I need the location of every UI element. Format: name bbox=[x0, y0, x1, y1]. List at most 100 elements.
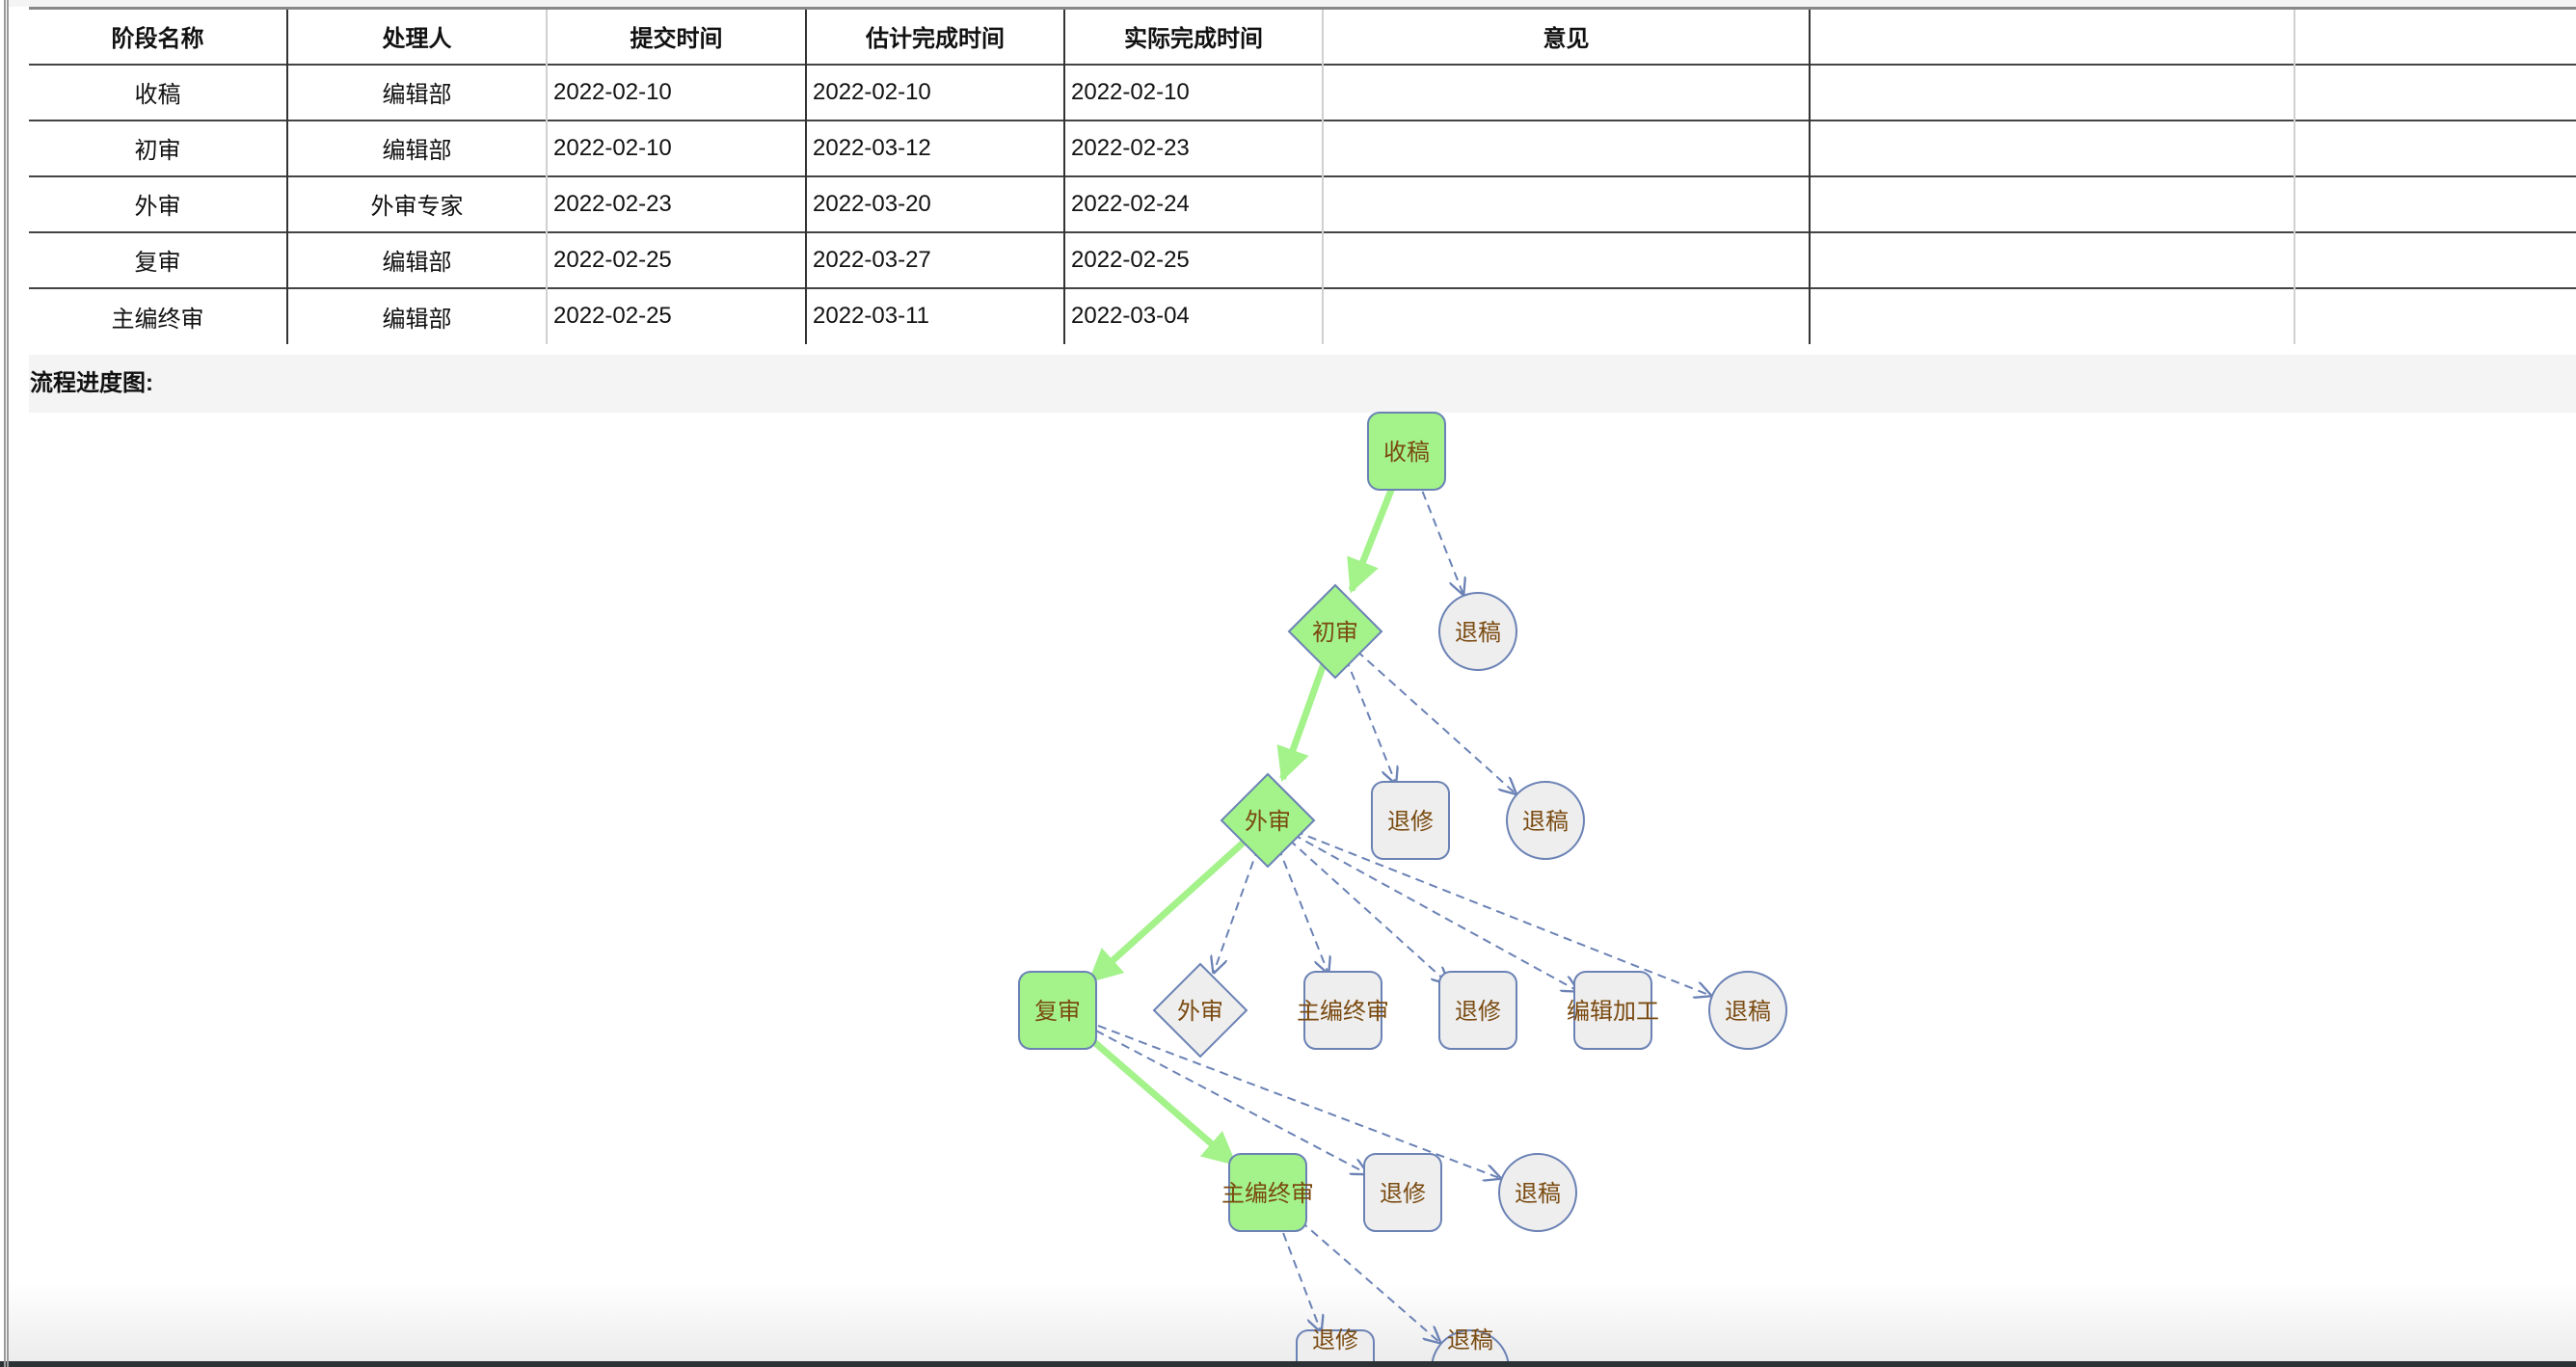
flow-node-label: 退修 bbox=[1455, 998, 1501, 1025]
cell-comment bbox=[1322, 174, 1810, 232]
flow-edge-option bbox=[1355, 650, 1515, 793]
flow-node[interactable]: 外审 bbox=[1152, 962, 1248, 1059]
table-header-row: 阶段名称 处理人 提交时间 估计完成时间 实际完成时间 意见 bbox=[29, 7, 2576, 65]
cell-submitted: 2022-02-10 bbox=[546, 63, 806, 121]
cell-submitted: 2022-02-10 bbox=[546, 119, 806, 176]
cell-extra-2 bbox=[2294, 286, 2576, 344]
node-rect-shape bbox=[1367, 412, 1446, 491]
node-rect-shape bbox=[1363, 1153, 1442, 1232]
header-extra-2 bbox=[2294, 7, 2576, 65]
flow-node-label: 收稿 bbox=[1383, 439, 1430, 466]
cell-extra-2 bbox=[2294, 230, 2576, 288]
node-circle-shape bbox=[1438, 592, 1517, 671]
table-row: 收稿 编辑部 2022-02-10 2022-02-10 2022-02-10 bbox=[29, 63, 2576, 121]
cell-handler: 外审专家 bbox=[286, 174, 547, 232]
flow-edge-option bbox=[1288, 839, 1448, 983]
cell-extra-1 bbox=[1809, 174, 2294, 232]
flow-node-label: 编辑加工 bbox=[1567, 998, 1659, 1025]
cell-actual: 2022-02-24 bbox=[1063, 174, 1323, 232]
cell-handler: 编辑部 bbox=[286, 119, 547, 176]
cell-stage: 初审 bbox=[29, 119, 287, 176]
flow-node[interactable]: 退稿 bbox=[1708, 971, 1787, 1050]
cell-extra-1 bbox=[1809, 119, 2294, 176]
header-comment: 意见 bbox=[1322, 7, 1810, 65]
flow-node-label: 退稿 bbox=[1447, 1327, 1493, 1354]
flow-edge-completed bbox=[1087, 837, 1249, 983]
cell-estimated: 2022-02-10 bbox=[805, 63, 1064, 121]
flow-node[interactable]: 外审 bbox=[1220, 772, 1316, 869]
flow-node-label: 主编终审 bbox=[1221, 1180, 1314, 1207]
flow-node-label: 初审 bbox=[1312, 619, 1358, 646]
flow-node[interactable]: 收稿 bbox=[1367, 412, 1446, 491]
node-diamond-shape bbox=[1220, 772, 1316, 869]
cell-actual: 2022-02-23 bbox=[1063, 119, 1323, 176]
flow-edge-option bbox=[1276, 1219, 1321, 1331]
flow-edge-option bbox=[1345, 657, 1395, 783]
flow-node[interactable]: 退稿 bbox=[1438, 592, 1517, 671]
flow-node-label: 外审 bbox=[1245, 808, 1291, 835]
flow-node-label: 退稿 bbox=[1725, 998, 1771, 1025]
flow-edge-option bbox=[1416, 477, 1463, 594]
flow-node[interactable]: 退修 bbox=[1296, 1327, 1375, 1361]
node-circle-shape bbox=[1498, 1153, 1577, 1232]
cell-extra-2 bbox=[2294, 174, 2576, 232]
bottom-taskbar-edge bbox=[0, 1361, 2576, 1367]
table-row: 复审 编辑部 2022-02-25 2022-03-27 2022-02-25 bbox=[29, 230, 2576, 288]
node-circle-shape bbox=[1506, 781, 1585, 860]
header-submitted: 提交时间 bbox=[546, 7, 806, 65]
cell-estimated: 2022-03-12 bbox=[805, 119, 1064, 176]
flow-node[interactable]: 主编终审 bbox=[1221, 1153, 1314, 1232]
cell-stage: 主编终审 bbox=[29, 286, 287, 344]
flow-node[interactable]: 退修 bbox=[1363, 1153, 1442, 1232]
header-estimated: 估计完成时间 bbox=[805, 7, 1064, 65]
node-diamond-shape bbox=[1287, 583, 1383, 680]
cell-extra-2 bbox=[2294, 63, 2576, 121]
flow-edge-option bbox=[1277, 846, 1328, 973]
flow-node[interactable]: 退稿 bbox=[1498, 1153, 1577, 1232]
cell-handler: 编辑部 bbox=[286, 63, 547, 121]
table-row: 主编终审 编辑部 2022-02-25 2022-03-11 2022-03-0… bbox=[29, 286, 2576, 344]
flow-edge-completed bbox=[1276, 657, 1329, 782]
cell-comment bbox=[1322, 230, 1810, 288]
node-circle-shape bbox=[1708, 971, 1787, 1050]
cell-submitted: 2022-02-25 bbox=[546, 286, 806, 344]
node-rect-shape bbox=[1228, 1153, 1307, 1232]
cell-extra-1 bbox=[1809, 63, 2294, 121]
cell-estimated: 2022-03-20 bbox=[805, 174, 1064, 232]
flow-node[interactable]: 退修 bbox=[1371, 781, 1450, 860]
flow-node[interactable]: 初审 bbox=[1287, 583, 1383, 680]
flow-node[interactable]: 退稿 bbox=[1506, 781, 1585, 860]
cell-handler: 编辑部 bbox=[286, 286, 547, 344]
flow-node-label: 退稿 bbox=[1515, 1180, 1561, 1207]
flow-node[interactable]: 退修 bbox=[1438, 971, 1517, 1050]
flow-node[interactable]: 退稿 bbox=[1431, 1327, 1510, 1361]
flow-node-label: 主编终审 bbox=[1297, 998, 1389, 1025]
flow-edge-option bbox=[1292, 833, 1577, 990]
cell-actual: 2022-02-10 bbox=[1063, 63, 1323, 121]
node-rect-shape bbox=[1438, 971, 1517, 1050]
flow-edge-completed bbox=[1347, 476, 1400, 594]
flow-edge-completed bbox=[1077, 1027, 1237, 1166]
node-rect-shape bbox=[1573, 971, 1652, 1050]
cell-comment bbox=[1322, 63, 1810, 121]
flow-node[interactable]: 复审 bbox=[1018, 971, 1097, 1050]
flow-node[interactable]: 主编终审 bbox=[1297, 971, 1389, 1050]
flow-node-label: 退稿 bbox=[1455, 619, 1501, 646]
window-left-border bbox=[4, 0, 9, 1367]
cell-stage: 收稿 bbox=[29, 63, 287, 121]
flow-node-label: 退修 bbox=[1312, 1327, 1358, 1354]
cell-handler: 编辑部 bbox=[286, 230, 547, 288]
cell-extra-1 bbox=[1809, 230, 2294, 288]
flow-node[interactable]: 编辑加工 bbox=[1567, 971, 1659, 1050]
header-handler: 处理人 bbox=[286, 7, 547, 65]
table-row: 初审 编辑部 2022-02-10 2022-03-12 2022-02-23 bbox=[29, 119, 2576, 176]
cell-extra-2 bbox=[2294, 119, 2576, 176]
flow-edge-option bbox=[1084, 1019, 1500, 1178]
cell-estimated: 2022-03-11 bbox=[805, 286, 1064, 344]
table-row: 外审 外审专家 2022-02-23 2022-03-20 2022-02-24 bbox=[29, 174, 2576, 232]
cell-submitted: 2022-02-23 bbox=[546, 174, 806, 232]
cell-stage: 外审 bbox=[29, 174, 287, 232]
node-rect-shape bbox=[1303, 971, 1382, 1050]
header-stage-name: 阶段名称 bbox=[29, 7, 287, 65]
